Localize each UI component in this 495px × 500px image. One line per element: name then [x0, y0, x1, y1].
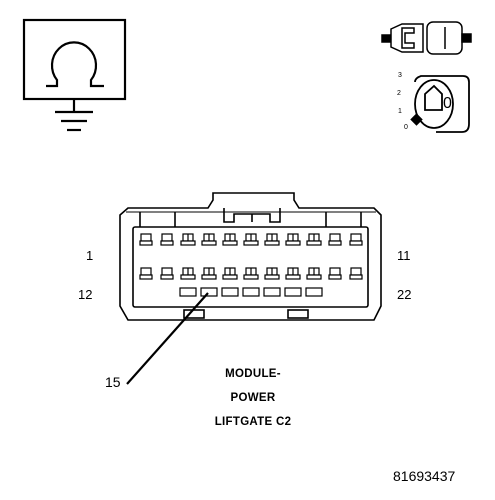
pin-cavity-6 — [243, 233, 259, 246]
ignition-position-3: 3 — [398, 72, 402, 79]
pin-cavity-16 — [222, 267, 238, 280]
pin-cavity-17 — [243, 267, 259, 280]
pin-label-1: 1 — [86, 248, 94, 263]
pin-cavity-2 — [160, 233, 174, 246]
pin-label-15: 15 — [105, 374, 121, 390]
connector-housing — [119, 192, 382, 321]
pin-cavity-20 — [306, 267, 322, 280]
terminal-latch-15 — [200, 287, 218, 297]
figure-number: 81693437 — [393, 468, 456, 484]
pin-15-callout-leader — [126, 292, 209, 385]
pin-label-22: 22 — [397, 287, 412, 302]
ignition-position-2: 2 — [397, 90, 401, 97]
terminal-latch-19 — [284, 287, 302, 297]
pin-cavity-12 — [139, 267, 153, 280]
pin-cavity-9 — [306, 233, 322, 246]
ignition-position-0: 0 — [404, 124, 408, 131]
pin-cavity-10 — [328, 233, 342, 246]
pin-cavity-14 — [180, 267, 196, 280]
ignition-key-label: 0 — [443, 95, 452, 112]
pin-cavity-5 — [222, 233, 238, 246]
connector-title-line-3: LIFTGATE C2 — [214, 416, 292, 428]
ignition-position-1: 1 — [398, 108, 402, 115]
terminal-latch-18 — [263, 287, 281, 297]
connector-title-line-1: MODULE- — [225, 368, 281, 380]
pin-cavity-3 — [180, 233, 196, 246]
pin-label-11: 11 — [397, 248, 411, 263]
connector-title-line-2: POWER — [230, 392, 276, 404]
pin-cavity-7 — [264, 233, 280, 246]
ignition-key-icon — [410, 75, 470, 133]
terminal-latch-14 — [179, 287, 197, 297]
pin-cavity-4 — [201, 233, 217, 246]
pin-cavity-15 — [201, 267, 217, 280]
pin-cavity-11 — [349, 233, 363, 246]
pin-cavity-19 — [285, 267, 301, 280]
pin-cavity-18 — [264, 267, 280, 280]
ground-ohm-symbol-icon — [22, 18, 127, 132]
pin-cavity-21 — [328, 267, 342, 280]
terminal-latch-20 — [305, 287, 323, 297]
pin-cavity-1 — [139, 233, 153, 246]
pin-cavity-13 — [160, 267, 174, 280]
pin-cavity-8 — [285, 233, 301, 246]
terminal-latch-17 — [242, 287, 260, 297]
pin-label-12: 12 — [78, 287, 93, 302]
terminal-latch-16 — [221, 287, 239, 297]
connector-plug-icon — [381, 21, 472, 55]
pin-cavity-22 — [349, 267, 363, 280]
pin-cavities — [139, 233, 363, 297]
